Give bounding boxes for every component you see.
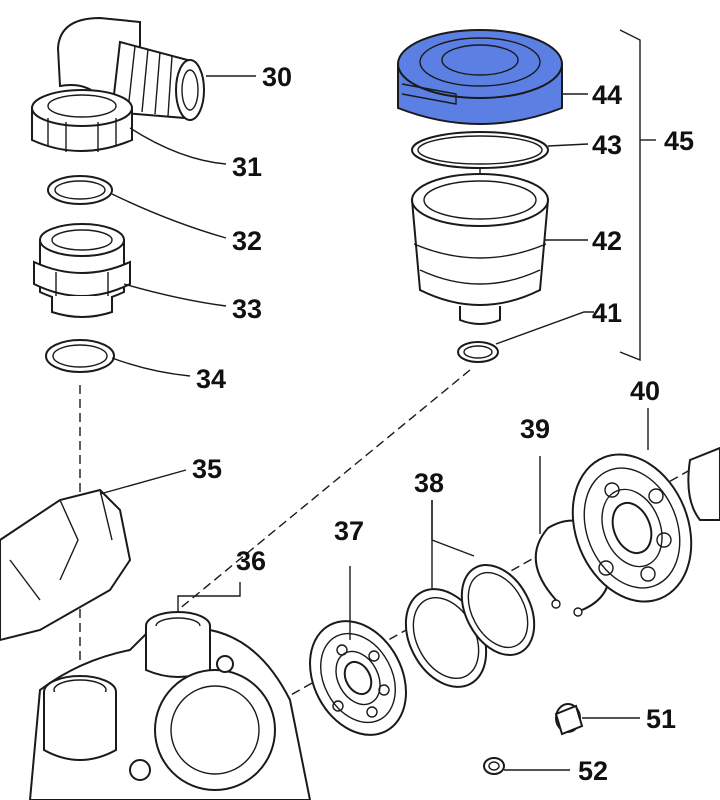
plug-part-51[interactable] bbox=[554, 703, 584, 736]
shaft-end[interactable] bbox=[687, 446, 720, 521]
ring-nut-part-31[interactable] bbox=[31, 89, 133, 152]
label-38: 38 bbox=[414, 468, 444, 498]
label-33: 33 bbox=[232, 294, 262, 324]
o-ring-part-32[interactable] bbox=[47, 175, 113, 205]
ball-bearing-part-40[interactable] bbox=[552, 437, 713, 620]
label-52: 52 bbox=[578, 756, 608, 786]
axis-line-diagonal bbox=[177, 369, 471, 611]
seal-ring-part-38-b[interactable] bbox=[447, 553, 549, 668]
filter-cup-part-42[interactable] bbox=[410, 173, 550, 325]
washer-part-52[interactable] bbox=[483, 757, 505, 775]
pump-body[interactable] bbox=[28, 611, 312, 800]
label-36: 36 bbox=[236, 546, 266, 576]
label-39: 39 bbox=[520, 414, 550, 444]
label-40: 40 bbox=[630, 376, 660, 406]
part-labels: 30 31 32 33 34 35 36 37 38 39 40 41 42 4… bbox=[192, 62, 694, 786]
label-44: 44 bbox=[592, 80, 622, 110]
bracket-part-35[interactable] bbox=[0, 488, 132, 642]
label-51: 51 bbox=[646, 704, 676, 734]
label-42: 42 bbox=[592, 226, 622, 256]
ball-bearing-part-37[interactable] bbox=[291, 604, 425, 751]
threaded-nipple-part-33[interactable] bbox=[33, 223, 131, 318]
label-35: 35 bbox=[192, 454, 222, 484]
label-45: 45 bbox=[664, 126, 694, 156]
label-41: 41 bbox=[592, 298, 622, 328]
cap-top bbox=[397, 29, 563, 99]
label-32: 32 bbox=[232, 226, 262, 256]
label-30: 30 bbox=[262, 62, 292, 92]
label-37: 37 bbox=[334, 516, 364, 546]
cap-part-44-highlighted[interactable] bbox=[397, 29, 563, 125]
label-34: 34 bbox=[196, 364, 226, 394]
o-ring-part-34[interactable] bbox=[45, 339, 115, 373]
leader-lines bbox=[99, 29, 656, 771]
label-31: 31 bbox=[232, 152, 262, 182]
o-ring-part-41[interactable] bbox=[457, 341, 499, 363]
label-43: 43 bbox=[592, 130, 622, 160]
o-ring-part-43[interactable] bbox=[411, 131, 549, 169]
